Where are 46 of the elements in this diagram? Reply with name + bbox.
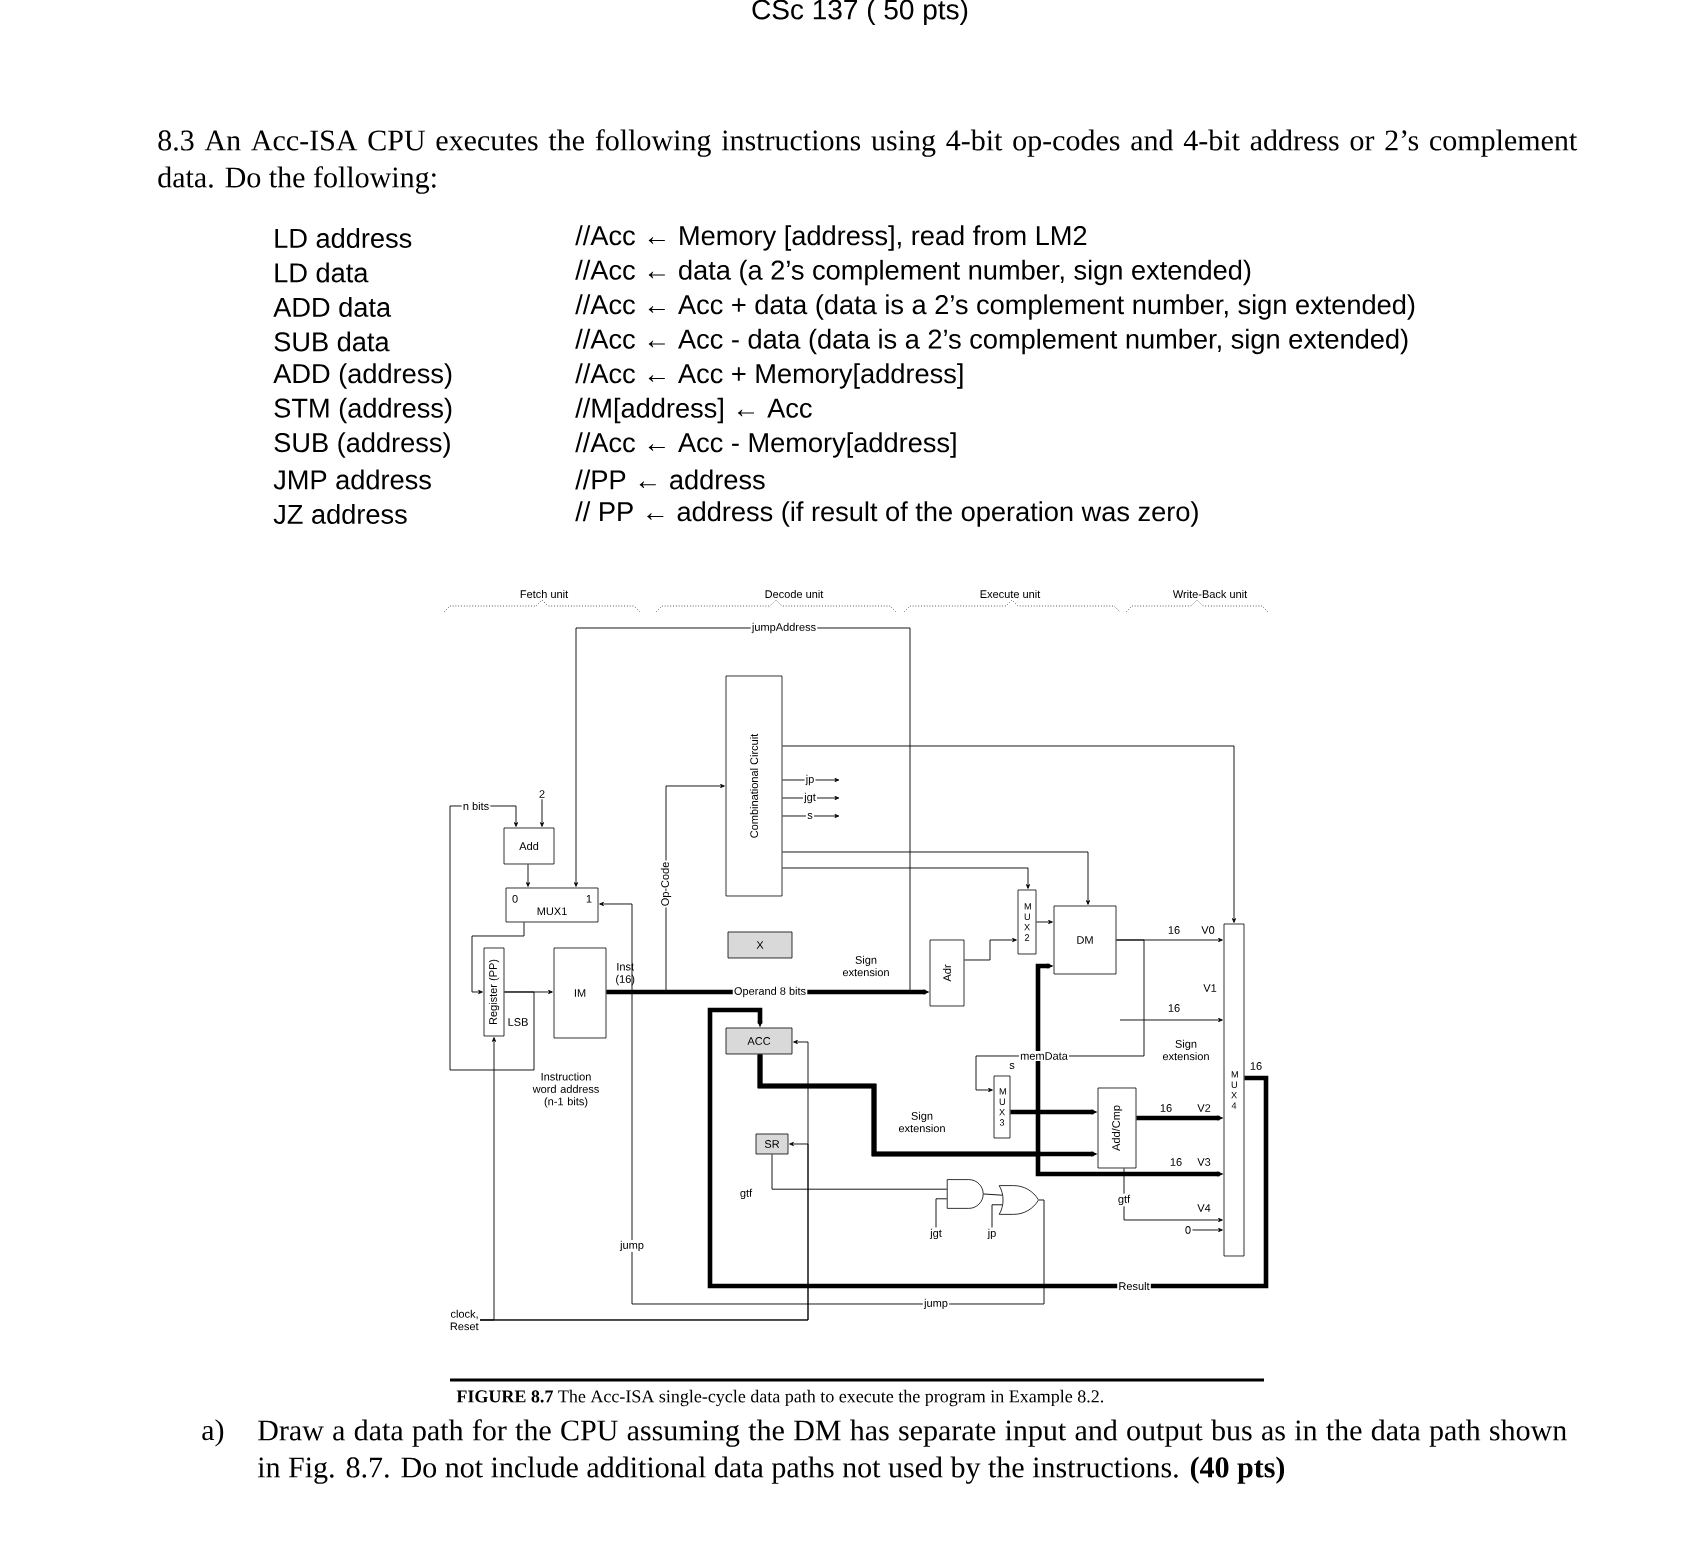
comment-text: //M[address] ← Acc: [575, 397, 812, 424]
arrow: [963, 937, 1017, 961]
figure-caption: FIGURE 8.7 The Acc-ISA single-cycle data path to execute the program in Example 8.2.: [456, 1389, 1104, 1407]
comment-text: //Acc ← Acc - data (data is a 2’s complement number, sign extended): [575, 328, 1408, 355]
wire: [935, 1198, 948, 1228]
arrow: [1035, 919, 1053, 924]
comment-text: //Acc ← Acc - Memory[address]: [575, 432, 956, 458]
wire: [983, 1193, 1003, 1196]
instruction-text: SUB (address): [274, 432, 450, 458]
or-gate: [998, 1185, 1039, 1215]
arrow: [526, 863, 531, 887]
arrow: [540, 798, 545, 827]
comment-text: // PP ← address (if result of the operation was zero): [575, 501, 1198, 527]
instruction-text: JZ address: [273, 504, 407, 524]
item-marker: a): [202, 1419, 224, 1447]
instruction-text: LD address: [275, 228, 412, 248]
instruction-text: JMP address: [273, 469, 431, 490]
question-text: 8.3 An Acc-ISA CPU executes the following instructions using 4-bit op-codes and 4-bit address or 2’s complement data. Do the following:: [158, 129, 1578, 194]
wire: [771, 1153, 948, 1190]
arrow: [449, 805, 535, 1071]
arrow: [781, 777, 840, 782]
arrow: [599, 901, 1045, 1305]
arrow: [781, 867, 1030, 889]
arrow: [1192, 1227, 1223, 1232]
instruction-text: ADD (address): [273, 363, 452, 389]
comment-text: //Acc ← Acc + Memory[address]: [575, 363, 963, 389]
comment-text: //PP ← address: [575, 469, 765, 490]
comment-text: //Acc ← Memory [address], read from LM2: [575, 225, 1087, 251]
comment-text: //Acc ← Acc + data (data is a 2’s complement number, sign extended): [575, 294, 1415, 320]
instruction-text: LD data: [275, 262, 369, 283]
arrow: [781, 851, 1090, 905]
arrow: [1119, 1017, 1223, 1022]
instruction-text: STM (address): [274, 397, 452, 424]
instruction-text: ADD data: [273, 297, 392, 317]
arrow: [781, 813, 840, 818]
comment-text: //Acc ← data (a 2’s complement number, sign extended): [575, 259, 1251, 286]
arrow: [781, 795, 840, 800]
arrow: [471, 921, 525, 994]
instruction-text: SUB data: [274, 331, 390, 352]
arrow: [707, 1007, 1269, 1289]
question-text: Draw a data path for the CPU assuming the DM has separate input and output bus as in the data path shown in Fig. 8.7. Do not include additional data paths not used by the instructions. (40 pts): [257, 1419, 1567, 1484]
and-gate: [946, 1179, 984, 1209]
arrow: [479, 1141, 809, 1321]
wire: [991, 1204, 1003, 1228]
arrow: [1123, 1167, 1223, 1222]
arrow: [781, 745, 1236, 923]
